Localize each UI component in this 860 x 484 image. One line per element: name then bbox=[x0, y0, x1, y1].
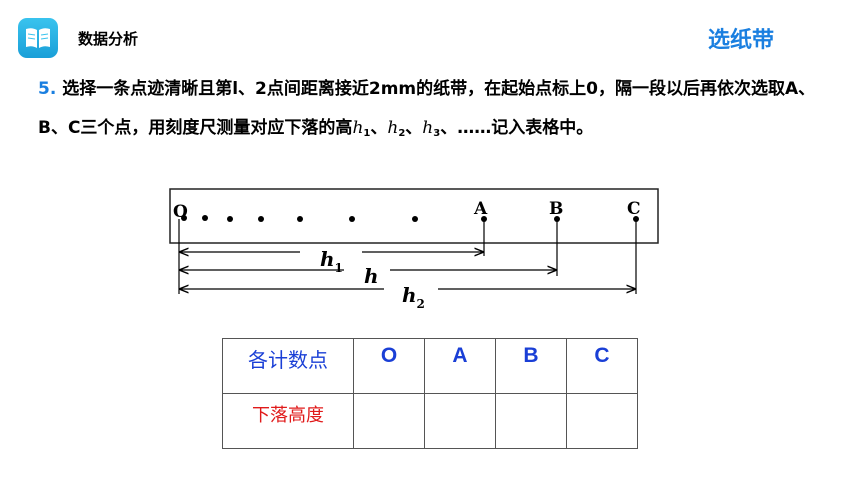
column-header-b: B bbox=[523, 344, 539, 367]
table-cell-empty bbox=[424, 393, 496, 449]
column-header-c: C bbox=[594, 344, 610, 367]
data-table: 各计数点 O A B C 下落高度 bbox=[222, 338, 638, 449]
h-sub-2: 2 bbox=[398, 128, 406, 139]
tape-dots bbox=[181, 215, 639, 222]
table-cell-empty bbox=[566, 393, 638, 449]
instruction-part-1: 选择一条点迹清晰且第l、2点间距离接近2mm的纸带，在起始点标上0，隔一段以后再… bbox=[38, 79, 816, 138]
row-header-points: 各计数点 bbox=[248, 348, 328, 372]
table-cell: B bbox=[495, 338, 567, 394]
point-label-c: C bbox=[627, 199, 641, 219]
h-sub-1: 1 bbox=[363, 128, 371, 139]
table-cell: C bbox=[566, 338, 638, 394]
h-label: h bbox=[364, 264, 379, 288]
table-cell: 下落高度 bbox=[222, 393, 354, 449]
h2-label: h2 bbox=[402, 283, 425, 311]
column-header-o: O bbox=[380, 344, 398, 367]
row-header-height: 下落高度 bbox=[252, 405, 324, 426]
h-symbol: h bbox=[352, 118, 364, 138]
paper-tape bbox=[169, 188, 659, 244]
h1-label: h1 bbox=[320, 247, 343, 275]
h-symbol: h bbox=[387, 118, 399, 138]
point-label-a: A bbox=[473, 199, 488, 219]
table-row: 下落高度 bbox=[222, 393, 638, 449]
table-cell-empty bbox=[353, 393, 425, 449]
section-title: 选纸带 bbox=[707, 28, 774, 53]
column-header-a: A bbox=[452, 344, 468, 367]
point-label-o: O bbox=[173, 202, 188, 222]
h-sub-3: 3 bbox=[433, 128, 441, 139]
table-row: 各计数点 O A B C bbox=[222, 338, 638, 394]
table-cell-empty bbox=[495, 393, 567, 449]
book-icon bbox=[18, 18, 58, 58]
separator: 、 bbox=[370, 118, 388, 138]
header-title: 数据分析 bbox=[78, 30, 139, 48]
h-symbol: h bbox=[422, 118, 434, 138]
table-cell: 各计数点 bbox=[222, 338, 354, 394]
table-cell: O bbox=[353, 338, 425, 394]
separator: 、 bbox=[405, 118, 423, 138]
instruction-part-2: 、……记入表格中。 bbox=[440, 118, 594, 138]
table-cell: A bbox=[424, 338, 496, 394]
point-label-b: B bbox=[549, 199, 563, 219]
instruction-text: 5. 选择一条点迹清晰且第l、2点间距离接近2mm的纸带，在起始点标上0，隔一段… bbox=[38, 70, 828, 153]
step-number: 5. bbox=[38, 79, 57, 99]
